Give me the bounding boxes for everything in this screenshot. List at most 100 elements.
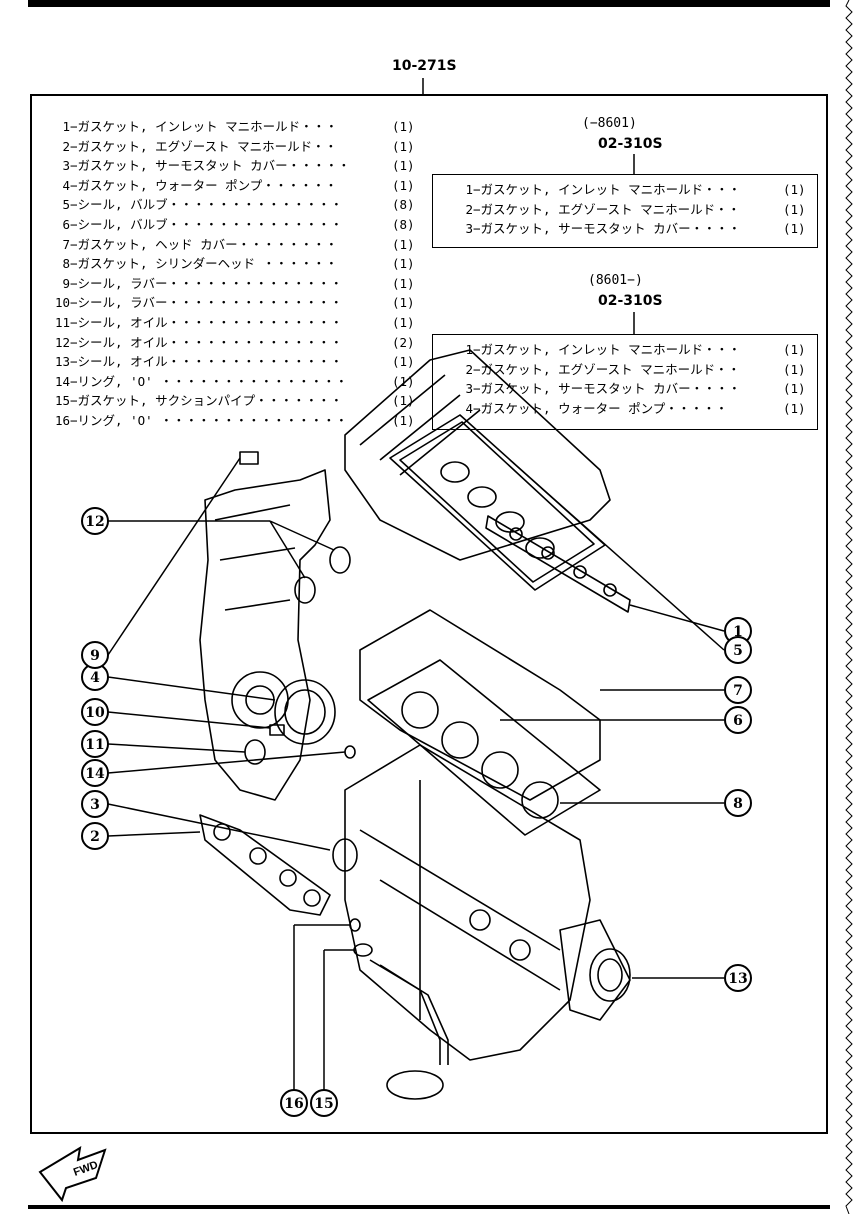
parts-list-num: 16 — [54, 412, 70, 428]
kit_a-name: −ガスケット, サーモスタット カバー・・・・ — [473, 221, 741, 237]
parts-list-num: 11 — [54, 314, 70, 330]
kit_a-name: −ガスケット, インレット マニホールド・・・ — [473, 182, 741, 197]
parts-list-name: −シール, オイル・・・・・・・・・・・・・・ — [70, 354, 343, 370]
callout-9: 9 — [81, 641, 109, 669]
callout-number: 5 — [733, 643, 743, 659]
kit-b-part-number: 02-310S — [598, 293, 663, 309]
callout-number: 14 — [85, 766, 105, 782]
parts-list-num: 10 — [54, 295, 70, 311]
parts-list-name: −ガスケット, ヘッド カバー・・・・・・・・ — [70, 236, 338, 252]
parts-list-num: 12 — [54, 334, 70, 350]
rubber-seal-10-drawing — [269, 724, 285, 736]
kit_b-name: −ガスケット, ウォーター ポンプ・・・・・ — [473, 400, 728, 416]
parts-list-num: 7 — [62, 236, 70, 252]
kit_b-num: 4 — [465, 400, 473, 416]
parts-list-name: −シール, バルブ・・・・・・・・・・・・・・ — [70, 197, 343, 213]
kit_b-name: −ガスケット, サーモスタット カバー・・・・ — [473, 381, 741, 397]
kit_b-num: 3 — [465, 381, 473, 397]
parts-list-qty: (8) — [392, 197, 415, 213]
parts-list-num: 15 — [54, 393, 70, 409]
main-part-number: 10-271S — [392, 58, 457, 74]
kit_a-num: 1 — [465, 182, 473, 197]
parts-list-num: 14 — [54, 373, 70, 389]
parts-list-name: −ガスケット, サーモスタット カバー・・・・・ — [70, 158, 351, 174]
parts-list-name: −ガスケット, シリンダーヘッド ・・・・・・ — [70, 256, 338, 272]
parts-list-name: −ガスケット, インレット マニホールド・・・ — [70, 119, 338, 134]
parts-list-num: 4 — [62, 177, 70, 193]
parts-list-row: 10−シール, ラバー・・・・・・・・・・・・・・(1) — [40, 293, 415, 313]
callout-number: 15 — [314, 1096, 333, 1112]
torn-edge-decoration — [845, 0, 853, 1214]
exhaust-manifold-gasket-drawing — [199, 814, 331, 916]
parts-list-qty: (8) — [392, 216, 415, 232]
callout-number: 7 — [733, 683, 743, 699]
parts-list-qty: (1) — [392, 119, 415, 134]
callout-10: 10 — [81, 698, 109, 726]
callout-1: 1 — [724, 617, 752, 645]
parts-list-qty: (1) — [392, 354, 415, 370]
callout-14: 14 — [81, 759, 109, 787]
parts-list-name: −シール, オイル・・・・・・・・・・・・・・ — [70, 334, 343, 350]
callout-number: 4 — [90, 670, 100, 686]
parts-list-qty: (1) — [392, 177, 415, 193]
parts-list-qty: (1) — [392, 275, 415, 291]
callout-number: 1 — [733, 624, 743, 640]
intake-manifold-gasket-drawing — [485, 515, 631, 613]
parts-list-row: 9−シール, ラバー・・・・・・・・・・・・・・ (1) — [40, 274, 414, 294]
cylinder-head-drawing — [359, 609, 601, 801]
parts-list-row: 14−リング, 'O' ・・・・・・・・・・・・・・・(1) — [40, 372, 415, 392]
callout-7: 7 — [724, 676, 752, 704]
callout-12: 12 — [81, 507, 109, 535]
parts-list-num: 6 — [62, 216, 70, 232]
kit_a-row: 3−ガスケット, サーモスタット カバー・・・・(1) — [443, 219, 817, 239]
fwd-label: FWD — [72, 1159, 100, 1179]
parts-list-name: −ガスケット, ウォーター ポンプ・・・・・・ — [70, 177, 338, 193]
callout-number: 16 — [284, 1096, 303, 1112]
callout-number: 3 — [90, 797, 100, 813]
callout-number: 12 — [85, 514, 104, 530]
timing-cover-drawing — [199, 469, 331, 801]
kit_a-row: 2−ガスケット, エグゾースト マニホールド・・(1) — [443, 200, 817, 220]
parts-list-row: 3−ガスケット, サーモスタット カバー・・・・・(1) — [40, 156, 414, 176]
top-rule — [28, 0, 830, 7]
parts-list-name: −ガスケット, サクションパイプ・・・・・・・ — [70, 393, 343, 409]
parts-list-num: 9 — [62, 275, 70, 291]
parts-list-row: 12−シール, オイル・・・・・・・・・・・・・・(2) — [40, 333, 415, 353]
kit_a-qty: (1) — [783, 201, 806, 217]
callout-2: 2 — [81, 822, 109, 850]
kit-a-range: (−8601) — [582, 116, 637, 131]
parts-list-row: 5−シール, バルブ・・・・・・・・・・・・・・(8) — [40, 195, 414, 215]
parts-list-qty: (1) — [392, 256, 415, 272]
kit-a-part-number: 02-310S — [598, 136, 663, 152]
callout-8: 8 — [724, 789, 752, 817]
kit-b-box: 1−ガスケット, インレット マニホールド・・・(1)2−ガスケット, エグゾー… — [432, 334, 818, 430]
parts-list-qty: (1) — [392, 373, 415, 389]
kit_b-name: −ガスケット, エグゾースト マニホールド・・ — [473, 361, 741, 377]
kit_b-name: −ガスケット, インレット マニホールド・・・ — [473, 342, 741, 357]
parts-list-row: 8−ガスケット, シリンダーヘッド ・・・・・・(1) — [40, 254, 414, 274]
callout-number: 13 — [728, 971, 747, 987]
callout-number: 6 — [733, 713, 743, 729]
kit_a-num: 3 — [465, 221, 473, 237]
callout-number: 9 — [90, 648, 100, 664]
kit_b-row: 3−ガスケット, サーモスタット カバー・・・・(1) — [443, 379, 817, 399]
parts-list-row: 1−ガスケット, インレット マニホールド・・・ (1) — [40, 117, 414, 137]
callout-15: 15 — [310, 1089, 338, 1117]
callout-5: 5 — [724, 636, 752, 664]
parts-list-row: 15−ガスケット, サクションパイプ・・・・・・・(1) — [40, 391, 415, 411]
callout-3: 3 — [81, 790, 109, 818]
parts-list-qty: (1) — [392, 236, 415, 252]
kit_b-num: 2 — [465, 361, 473, 377]
parts-list-name: −シール, ラバー・・・・・・・・・・・・・・ — [70, 275, 343, 291]
parts-list-num: 1 — [62, 119, 70, 134]
callout-16: 16 — [280, 1089, 308, 1117]
kit-a-box: 1−ガスケット, インレット マニホールド・・・ (1)2−ガスケット, エグゾー… — [432, 174, 818, 248]
callout-13: 13 — [724, 964, 752, 992]
callout-number: 11 — [85, 737, 104, 753]
kit_b-row: 4−ガスケット, ウォーター ポンプ・・・・・(1) — [443, 399, 817, 419]
